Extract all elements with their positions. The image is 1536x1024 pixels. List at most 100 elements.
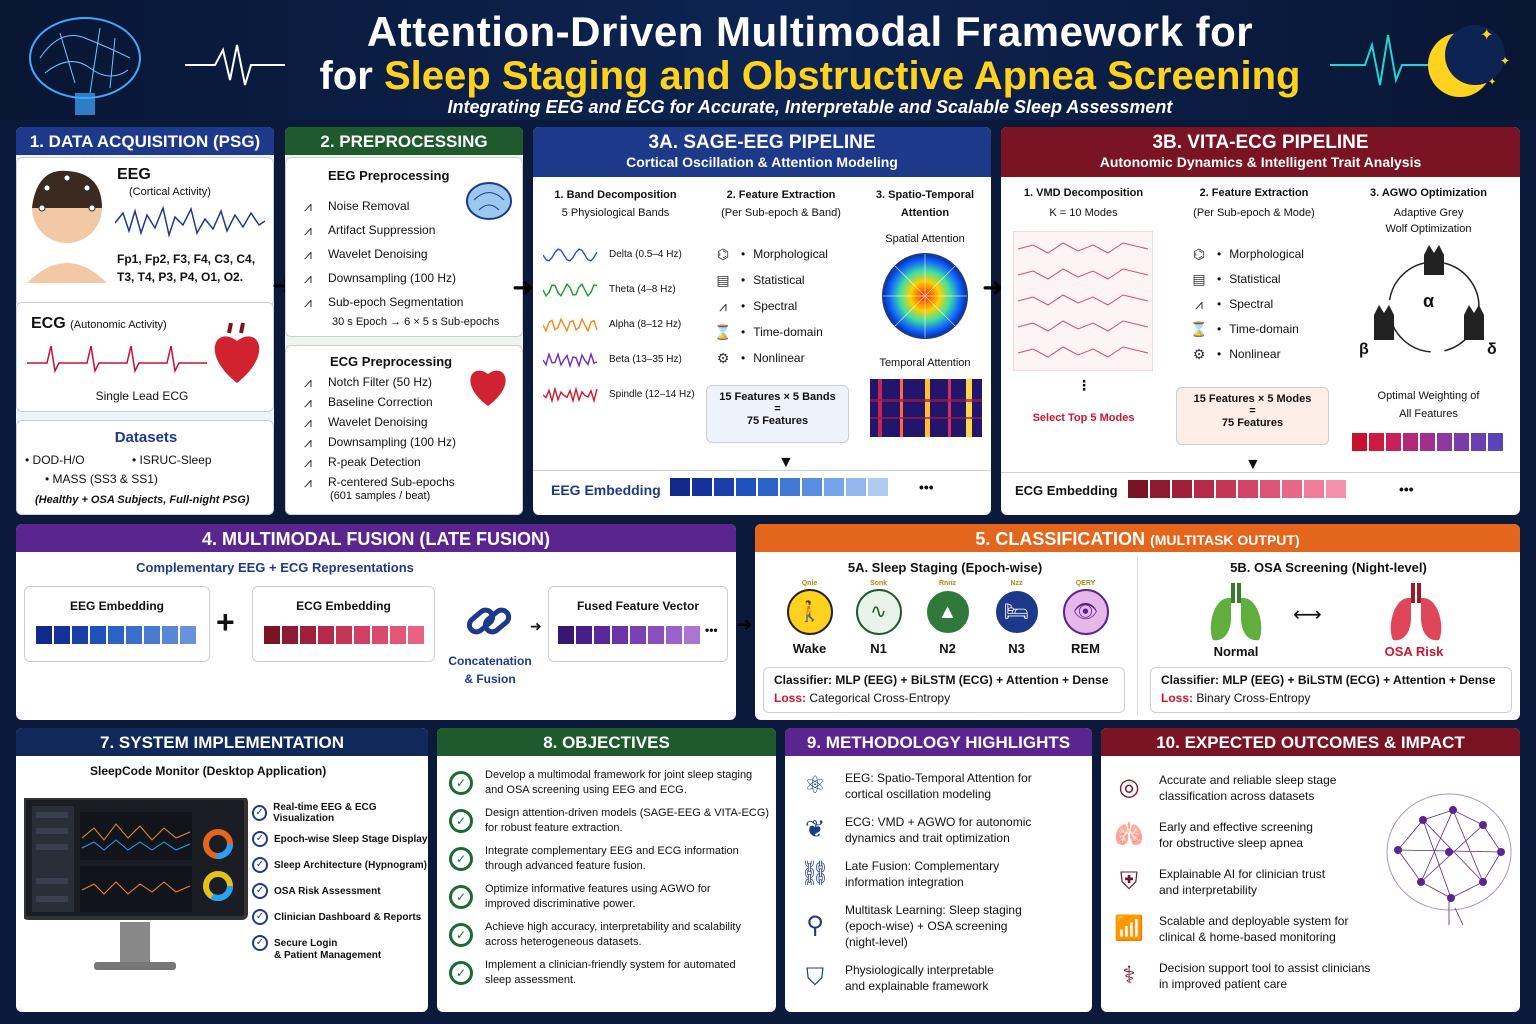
waveform-icon: ⩘ (304, 414, 312, 430)
sleep-staging-heading: 5A. Sleep Staging (Epoch-wise) (847, 560, 1043, 575)
fusion-subheading: Complementary EEG + ECG Representations (136, 560, 414, 575)
embedding-cell (647, 625, 665, 645)
ecg-preprocessing-list: ⩘Notch Filter (50 Hz)⩘Baseline Correctio… (298, 372, 456, 492)
dataset-item: • MASS (SS3 & SS1) (45, 472, 158, 486)
methodology-line: dynamics and trait optimization (845, 831, 1010, 845)
feature-item: ⩘•Spectral (1189, 291, 1304, 316)
embedding-cell (735, 477, 757, 497)
waveform-icon: ⩘ (304, 474, 312, 490)
process-step-label: Baseline Correction (328, 395, 433, 409)
stage-label: REM (1071, 641, 1100, 656)
embedding-cell (1303, 479, 1325, 499)
column-heading: 2. Feature Extraction (1199, 187, 1309, 199)
osa-classifier-box: Classifier: MLP (EEG) + BiLSTM (ECG) + A… (1150, 667, 1512, 713)
embedding-cell (53, 625, 71, 645)
osa-loss-text: Binary Cross-Entropy (1196, 691, 1311, 705)
bullet: • (741, 273, 746, 287)
outcome-line: and interpretability (1159, 882, 1258, 897)
checkmark-icon: ✓ (252, 909, 268, 925)
ellipsis: ••• (1399, 481, 1414, 497)
target-icon: ✓ (449, 847, 473, 871)
objective-line: Optimize informative features using AGWO… (485, 883, 711, 895)
ecg-preprocessing-box: ECG Preprocessing ⩘Notch Filter (50 Hz)⩘… (285, 345, 523, 515)
objective-item: ✓Develop a multimodal framework for join… (449, 764, 771, 802)
band-row: Spindle (12–14 Hz) (543, 377, 695, 412)
page-subtitle: Integrating EEG and ECG for Accurate, In… (447, 97, 1173, 117)
objective-line: across heterogeneous datasets. (485, 936, 642, 948)
stage-n3-icon: 🛏 (993, 589, 1040, 635)
bullet: • (1217, 271, 1222, 286)
eeg-label: EEG (117, 166, 151, 183)
embedding-cell (1453, 432, 1470, 452)
embedding-cell (353, 625, 371, 645)
feature-item: ⚙•Nonlinear (1189, 341, 1304, 366)
select-top-modes-label: Select Top 5 Modes (1032, 412, 1135, 424)
eeg-box: EEG (Cortical Activity) Fp1, Fp2, F3, F4… (16, 157, 274, 307)
stage-tag: QERY (1075, 580, 1096, 587)
outcome-item: ⚕Decision support tool to assist clinici… (1113, 952, 1403, 999)
embedding-cell (263, 625, 281, 645)
feature-count-total: 75 Features (1221, 417, 1284, 429)
process-step: ⩘R-peak Detection (298, 452, 456, 472)
system-feature-item: ✓ Clinician Dashboard & Reports (252, 904, 428, 930)
feature-label: Time-domain (753, 325, 823, 339)
staging-classifier-box: Classifier: MLP (EEG) + BiLSTM (ECG) + A… (763, 667, 1125, 713)
target-icon: ✓ (449, 885, 473, 909)
panel-preprocessing: 2. PREPROCESSING EEG Preprocessing ⩘Nois… (285, 127, 523, 515)
fused-vector-box: Fused Feature Vector ••• (548, 586, 728, 662)
outcome-line: Early and effective screening (1159, 819, 1313, 834)
stage-label: N1 (870, 641, 887, 656)
vertical-ellipsis: ⋮ (1077, 377, 1091, 393)
down-arrow: ▼ (1245, 456, 1261, 473)
objective-item: ✓Design attention-driven models (SAGE-EE… (449, 802, 771, 840)
bullet: • (741, 351, 746, 365)
column-heading: 3. Spatio-Temporal (875, 189, 975, 201)
system-feature-list: ✓Real-time EEG & ECG Visualization✓Epoch… (252, 800, 428, 961)
eeg-embedding-label: EEG Embedding (69, 599, 164, 613)
objective-line: for robust feature extraction. (485, 822, 623, 834)
agwo-subheading-2: Wolf Optimization (1385, 223, 1472, 235)
checkmark-icon: ✓ (252, 857, 268, 873)
bullet: • (741, 325, 746, 339)
panel-header: 3A. SAGE-EEG PIPELINE Cortical Oscillati… (533, 127, 991, 177)
page-title-line2: for Sleep Staging and Obstructive Apnea … (319, 54, 1301, 98)
staging-loss-text: Categorical Cross-Entropy (809, 691, 951, 705)
feature-label: Nonlinear (1229, 346, 1281, 361)
column-heading-2: Attention (900, 207, 950, 219)
system-feature-label: Clinician Dashboard & Reports (274, 911, 422, 923)
eeg-waveform (115, 205, 265, 238)
svg-text:✦: ✦ (1480, 27, 1493, 44)
outcome-icon: ⛨ (1120, 867, 1138, 895)
eeg-channels-2: T3, T4, P3, P4, O1, O2. (117, 270, 244, 284)
objective-text: Optimize informative features using AGWO… (485, 882, 711, 912)
concatenation-label: Concatenation (448, 654, 532, 668)
column-heading: 3. AGWO Optimization (1370, 187, 1487, 199)
panel-subtitle: Cortical Oscillation & Attention Modelin… (626, 154, 898, 170)
flow-arrow: ➜ (530, 618, 542, 634)
column-subheading: K = 10 Modes (1049, 207, 1118, 219)
loss-label: Loss: (1161, 691, 1194, 705)
eeg-embedding-label: EEG Embedding (551, 482, 661, 498)
objective-line: Design attention-driven models (SAGE-EEG… (485, 807, 770, 819)
eeg-channels: Fp1, Fp2, F3, F4, C3, C4, (117, 252, 256, 266)
system-feature-label: Secure Login (274, 937, 338, 949)
dataset-item: • ISRUC-Sleep (132, 453, 212, 467)
flow-arrow: ➜ (512, 272, 534, 302)
panel-title-main: 5. CLASSIFICATION (975, 529, 1146, 549)
methodology-line: ECG: VMD + AGWO for autonomic (845, 815, 1032, 829)
methodology-line: EEG: Spatio-Temporal Attention for (845, 771, 1032, 785)
desktop-monitor-illustration (24, 798, 248, 970)
ecg-waveform (27, 345, 207, 374)
bullet: • (1217, 346, 1222, 361)
ecg-embedding-vector (1127, 479, 1347, 499)
methodology-line: Physiologically interpretable (845, 963, 994, 977)
outcome-line: classification across datasets (1159, 788, 1315, 803)
panel-title: 3B. VITA-ECG PIPELINE (1152, 132, 1369, 153)
flow-arrow: ➜ (982, 272, 1004, 302)
outcome-line: Explainable AI for clinician trust (1159, 866, 1326, 881)
osa-lungs-icon (1390, 583, 1442, 641)
feature-item: ⌬•Morphological (1189, 241, 1304, 266)
feature-item: ⚙•Nonlinear (713, 345, 828, 371)
band-row: Beta (13–35 Hz) (543, 342, 695, 377)
